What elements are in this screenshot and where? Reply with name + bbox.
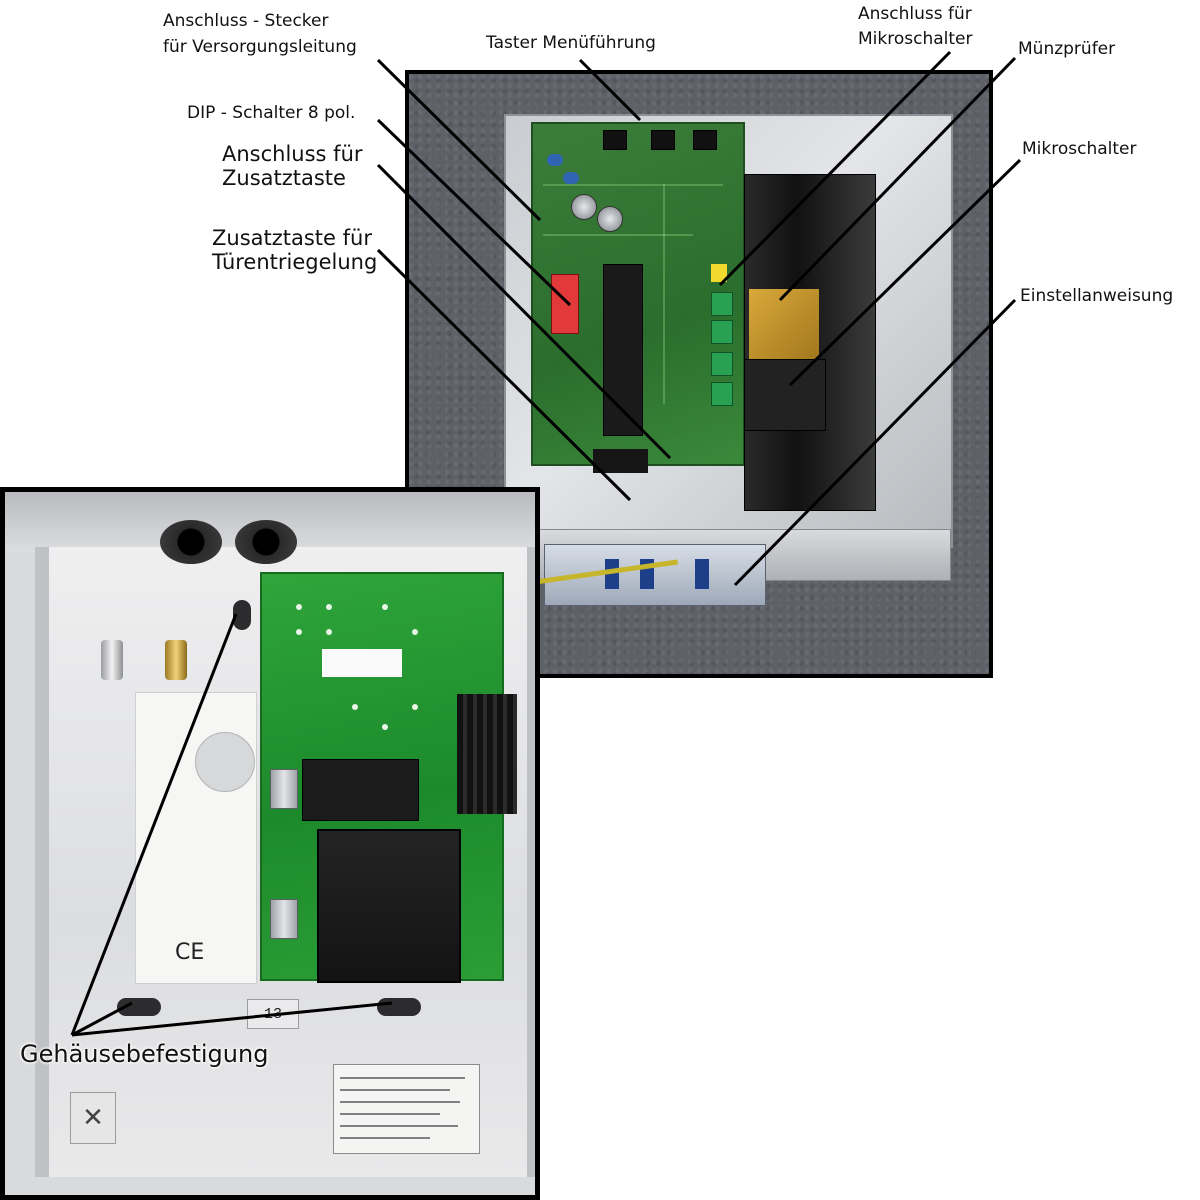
- mount-slot-left: [117, 998, 161, 1016]
- micro-switch: [744, 359, 826, 431]
- rating-line: [340, 1137, 430, 1139]
- electrolytic-capacitor: [597, 206, 623, 232]
- label-menu-button: Taster Menüführung: [486, 33, 656, 53]
- strip-mark: [605, 559, 619, 589]
- microcontroller-chip: [603, 264, 643, 436]
- label-aux-button-door: Zusatztaste für Türentriegelung: [212, 226, 377, 274]
- ground-stud: [101, 640, 123, 680]
- label-microswitch-connector-line2: Mikroschalter: [858, 28, 973, 49]
- rating-line: [340, 1125, 458, 1127]
- pcb-pad: [382, 604, 388, 610]
- photo-housing: CE 13 ✕: [0, 487, 540, 1200]
- microswitch-terminal: [711, 352, 733, 376]
- aux-button-connector: [593, 449, 648, 473]
- mount-slot-top: [233, 600, 251, 630]
- menu-button-1: [603, 130, 627, 150]
- label-aux-button-connector-line1: Anschluss für: [222, 142, 363, 166]
- cable-grommet: [160, 520, 222, 564]
- label-microswitch-connector: Anschluss für Mikroschalter: [858, 4, 973, 49]
- power-board: [260, 572, 517, 983]
- electrolytic-capacitor: [571, 194, 597, 220]
- label-aux-button-connector-line2: Zusatztaste: [222, 166, 346, 191]
- menu-button-3: [693, 130, 717, 150]
- yellow-jumper: [711, 264, 727, 282]
- label-supply-connector: Anschluss - Stecker für Versorgungsleitu…: [163, 11, 357, 57]
- relay: [302, 759, 419, 821]
- rating-plate: [333, 1064, 480, 1154]
- transformer: [317, 829, 461, 983]
- rating-line: [340, 1089, 450, 1091]
- heatsink: [457, 694, 517, 814]
- terminal-block: [270, 769, 298, 809]
- microswitch-terminal: [711, 382, 733, 406]
- capacitor: [547, 154, 563, 166]
- box-number: 13: [247, 999, 299, 1029]
- pcb-trace: [543, 234, 693, 236]
- rating-line: [340, 1101, 460, 1103]
- pcb-trace: [543, 184, 723, 186]
- label-adjustment-instructions: Einstellanweisung: [1020, 286, 1174, 306]
- label-patch: [322, 649, 402, 677]
- mount-slot-right: [377, 998, 421, 1016]
- pcb-pad: [382, 724, 388, 730]
- label-coin-validator: Münzprüfer: [1018, 39, 1116, 59]
- menu-button-2: [651, 130, 675, 150]
- cable-grommet: [235, 520, 297, 564]
- label-aux-button-door-line1: Zusatztaste für: [212, 226, 372, 250]
- microswitch-terminal: [711, 292, 733, 316]
- strip-mark: [695, 559, 709, 589]
- control-board: [531, 122, 745, 473]
- pcb-pad: [296, 604, 302, 610]
- pcb-trace: [663, 184, 665, 404]
- label-microswitch-connector-line1: Anschluss für: [858, 4, 972, 24]
- label-supply-connector-line2: für Versorgungsleitung: [163, 36, 357, 57]
- label-supply-connector-line1: Anschluss - Stecker: [163, 11, 329, 31]
- ground-stud-brass: [165, 640, 187, 680]
- pcb-pad: [412, 629, 418, 635]
- terminal-block: [270, 899, 298, 939]
- label-housing-mount: Gehäusebefestigung: [20, 1040, 269, 1068]
- pcb-pad: [326, 604, 332, 610]
- crossed-bin-icon: ✕: [70, 1092, 116, 1144]
- label-aux-button-connector: Anschluss für Zusatztaste: [222, 142, 363, 190]
- rating-line: [340, 1077, 465, 1079]
- label-dip-switch: DIP - Schalter 8 pol.: [187, 103, 356, 123]
- label-microswitch: Mikroschalter: [1022, 139, 1137, 159]
- capacitor: [563, 172, 579, 184]
- ce-mark: CE: [175, 940, 205, 965]
- dip-switch-8-pole: [551, 274, 579, 334]
- pcb-pad: [326, 629, 332, 635]
- rating-line: [340, 1113, 440, 1115]
- pcb-pad: [352, 704, 358, 710]
- pcb-pad: [412, 704, 418, 710]
- microswitch-terminal: [711, 320, 733, 344]
- cable-hole: [195, 732, 255, 792]
- pcb-pad: [296, 629, 302, 635]
- label-aux-button-door-line2: Türentriegelung: [212, 250, 378, 275]
